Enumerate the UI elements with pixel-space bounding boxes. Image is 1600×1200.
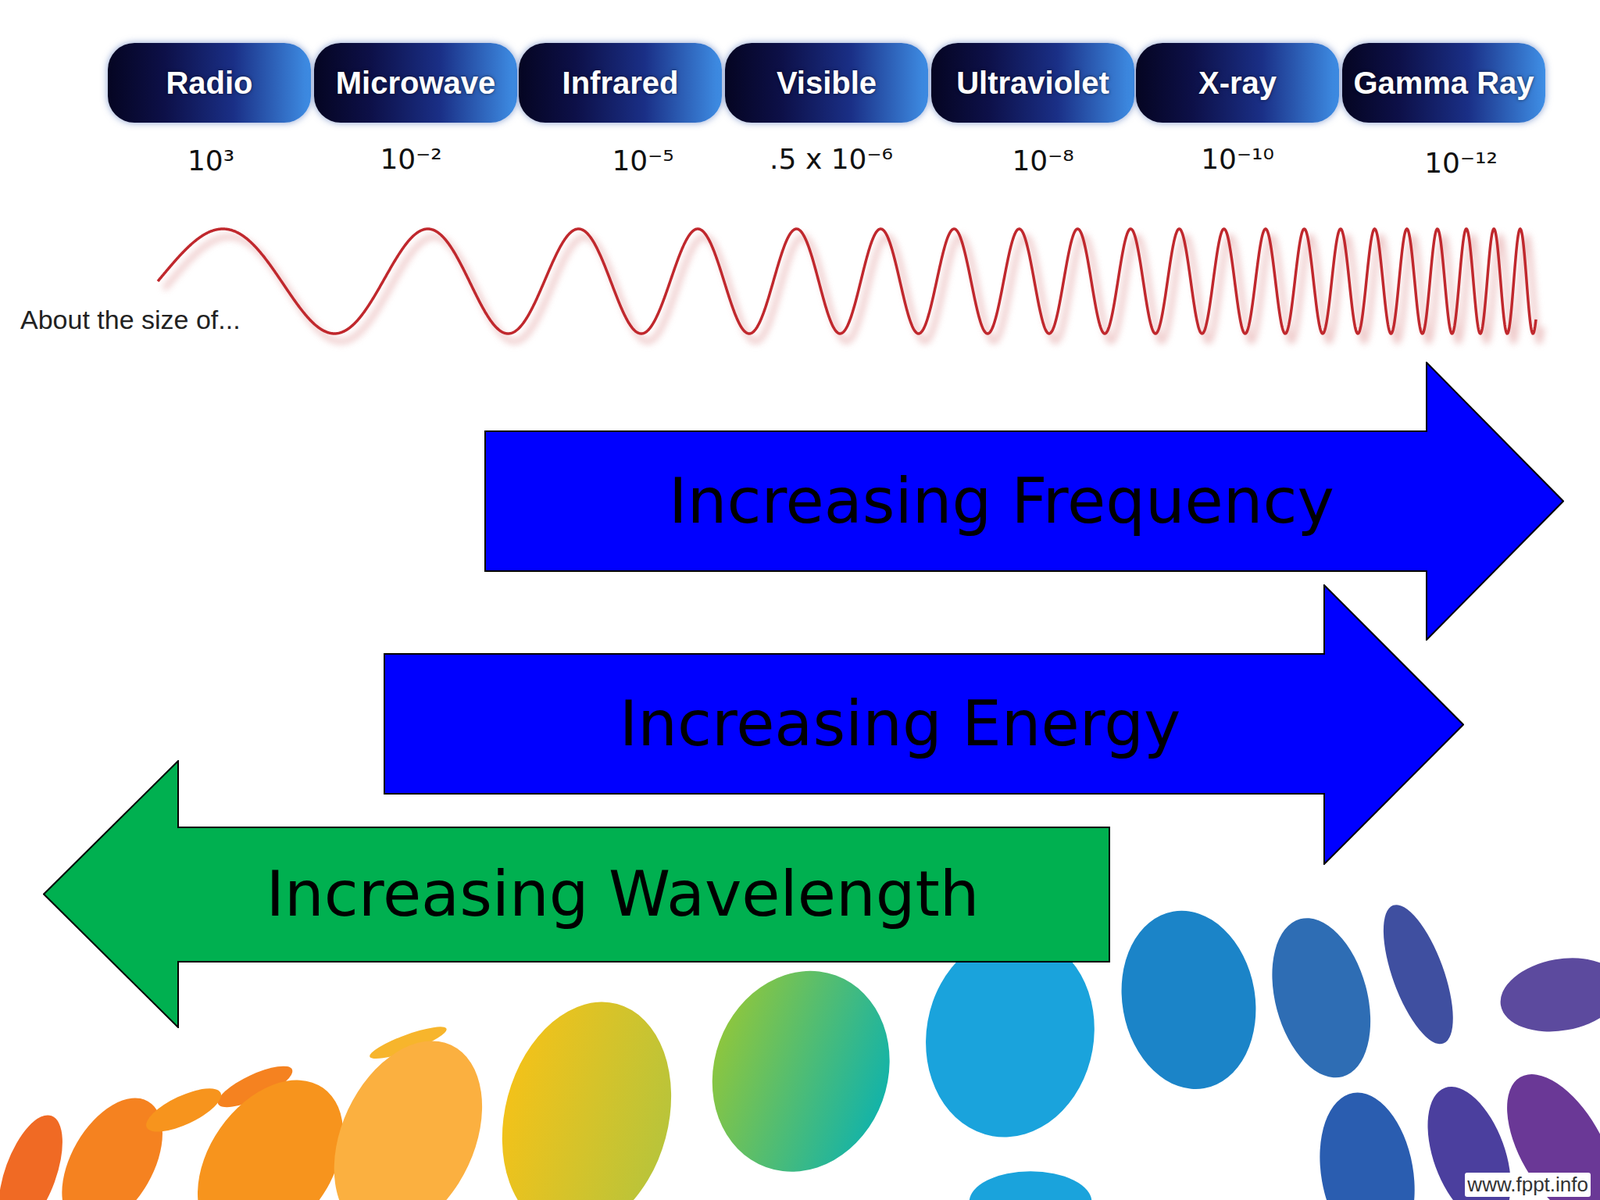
size-note: About the size of... xyxy=(20,304,241,336)
band-name: Ultraviolet xyxy=(956,65,1110,101)
band-name: Infrared xyxy=(562,65,679,101)
band-label: Ultraviolet xyxy=(931,42,1135,123)
band-name: Gamma Ray xyxy=(1353,65,1534,101)
band-name: Visible xyxy=(776,65,877,101)
wavelength-value: 10⁻⁵ xyxy=(611,144,674,177)
wavelength-value: 10⁻¹⁰ xyxy=(1200,142,1275,175)
band-name: Microwave xyxy=(335,65,497,101)
band-label: Radio xyxy=(107,42,311,123)
color-ellipse xyxy=(140,1079,227,1140)
color-ellipse xyxy=(1307,1085,1427,1200)
right-arrow: Increasing Energy xyxy=(383,584,1465,865)
band-label: X-ray xyxy=(1135,42,1340,123)
watermark: www.fppt.info xyxy=(1464,1172,1591,1197)
wavelength-value: 10⁻¹² xyxy=(1424,146,1498,179)
wavelength-value: 10³ xyxy=(187,144,235,177)
arrow-label: Increasing Frequency xyxy=(668,465,1335,538)
band-label: Microwave xyxy=(314,42,518,123)
right-arrow: Increasing Frequency xyxy=(484,361,1565,641)
color-ellipse xyxy=(1494,949,1600,1041)
band-label: Gamma Ray xyxy=(1342,42,1546,123)
color-ellipse xyxy=(969,1171,1093,1200)
wave-line xyxy=(157,228,1536,334)
color-ellipse xyxy=(1255,907,1387,1089)
left-arrow: Increasing Wavelength xyxy=(42,760,1111,1029)
color-ellipse xyxy=(41,1081,184,1200)
wavelength-value: 10⁻⁸ xyxy=(1011,144,1074,177)
arrow-label: Increasing Wavelength xyxy=(265,858,979,931)
color-ellipse xyxy=(1107,900,1270,1100)
color-ellipse xyxy=(477,982,697,1200)
band-name: Radio xyxy=(165,65,253,101)
band-label: Visible xyxy=(725,42,929,123)
wavelength-value: 10⁻² xyxy=(379,142,442,175)
wavelength-value: .5 x 10⁻⁶ xyxy=(769,142,893,175)
band-label: Infrared xyxy=(518,42,722,123)
band-name: X-ray xyxy=(1198,65,1277,101)
color-ellipse xyxy=(684,946,918,1197)
color-ellipse xyxy=(304,1017,511,1200)
color-ellipse xyxy=(1368,896,1468,1053)
arrow-label: Increasing Energy xyxy=(619,688,1182,761)
